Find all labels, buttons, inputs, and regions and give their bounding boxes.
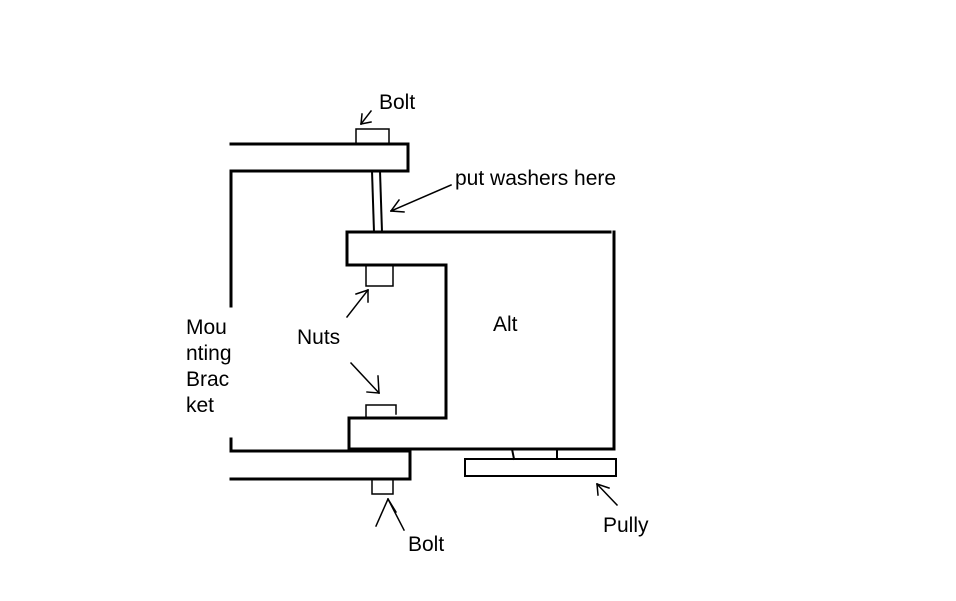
alternator-body xyxy=(345,230,616,451)
upper-nut xyxy=(365,264,394,287)
label-pully: Pully xyxy=(603,514,649,537)
arrow-bolt-bottom xyxy=(375,497,406,532)
arrow-washers xyxy=(389,184,452,213)
label-bolt-bottom: Bolt xyxy=(408,533,445,556)
arrow-pully xyxy=(595,482,619,507)
pulley xyxy=(464,447,617,477)
label-alt: Alt xyxy=(493,313,518,336)
bottom-bolt-head xyxy=(371,478,394,495)
label-mounting-bracket-line-2: nting xyxy=(186,342,232,365)
bracket-top-arm xyxy=(229,142,410,173)
arrow-nuts-lower xyxy=(349,361,381,395)
label-mounting-bracket-line-3: Brac xyxy=(186,368,230,391)
top-bolt-head xyxy=(355,128,390,145)
bracket-bottom-arm xyxy=(229,449,412,481)
arrow-bolt-top xyxy=(359,109,373,126)
label-put-washers-here: put washers here xyxy=(455,167,617,190)
label-mounting-bracket-line-4: ket xyxy=(186,394,215,417)
arrow-nuts-upper xyxy=(345,288,370,319)
label-nuts: Nuts xyxy=(297,326,341,349)
lower-nut xyxy=(365,404,397,419)
label-bolt-top: Bolt xyxy=(379,91,416,114)
bolt-shaft-washers xyxy=(370,169,384,234)
label-mounting-bracket-line-1: Mou xyxy=(186,316,227,339)
